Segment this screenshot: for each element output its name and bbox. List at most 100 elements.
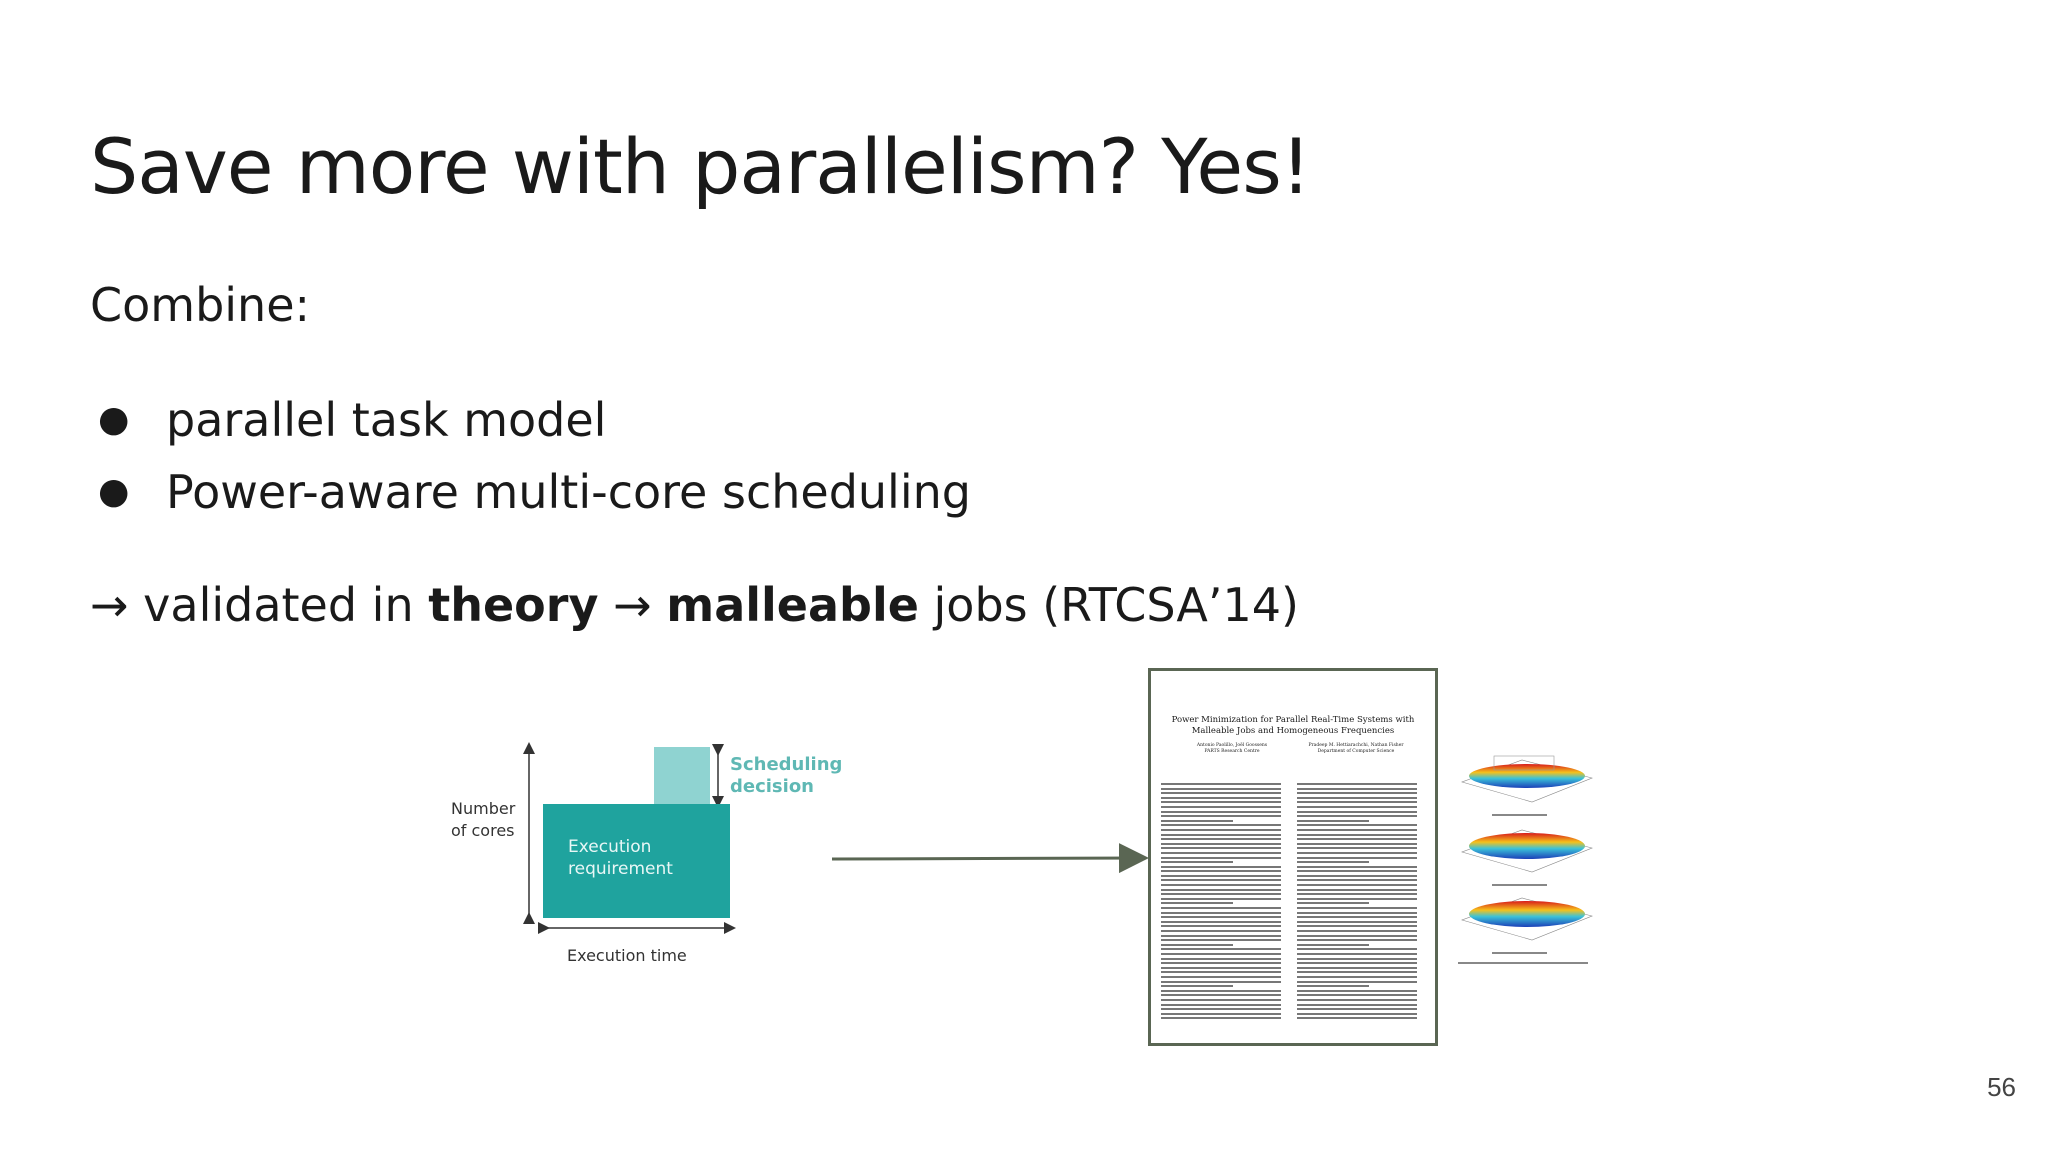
- paper-text-line: [1297, 1008, 1417, 1011]
- paper-text-line: [1297, 943, 1369, 946]
- paper-column-right: [1297, 783, 1417, 1022]
- paper-text-line: [1297, 920, 1417, 923]
- paper-text-line: [1161, 884, 1281, 887]
- validated-arrow: →: [598, 578, 667, 632]
- paper-text-line: [1297, 874, 1417, 877]
- paper-text-line: [1161, 805, 1281, 808]
- bullet-text: Power-aware multi-core scheduling: [166, 465, 971, 519]
- paper-text-line: [1297, 842, 1417, 845]
- paper-text-line: [1297, 865, 1417, 868]
- paper-text-line: [1297, 998, 1417, 1001]
- paper-text-line: [1297, 801, 1417, 804]
- paper-text-line: [1297, 1003, 1417, 1006]
- paper-text-line: [1161, 856, 1281, 859]
- paper-text-line: [1297, 805, 1417, 808]
- paper-text-line: [1297, 1017, 1417, 1020]
- paper-text-line: [1161, 783, 1281, 785]
- paper-text-line: [1161, 879, 1281, 882]
- power-savings-figures: [1458, 755, 1593, 964]
- paper-text-line: [1161, 1012, 1281, 1015]
- paper-text-line: [1161, 911, 1281, 914]
- paper-text-line: [1161, 1008, 1281, 1011]
- paper-text-line: [1161, 989, 1281, 992]
- paper-text-line: [1297, 787, 1417, 790]
- paper-text-line: [1297, 957, 1417, 960]
- paper-text-line: [1161, 865, 1281, 868]
- paper-text-line: [1297, 861, 1369, 864]
- paper-text-line: [1161, 934, 1281, 937]
- paper-text-line: [1297, 783, 1417, 785]
- page-number: 56: [1987, 1072, 2016, 1102]
- paper-text-line: [1161, 787, 1281, 790]
- paper-text-line: [1297, 939, 1417, 942]
- scheduling-block: [654, 747, 710, 804]
- paper-text-line: [1297, 966, 1417, 969]
- surface-plot-b: [1461, 829, 1593, 886]
- paper-text-line: [1161, 966, 1281, 969]
- paper-text-line: [1161, 939, 1281, 942]
- paper-text-line: [1161, 980, 1281, 983]
- validated-suffix: jobs (RTCSA’14): [918, 578, 1299, 632]
- paper-text-line: [1161, 888, 1281, 891]
- paper-text-line: [1297, 1012, 1417, 1015]
- surface-plot-a: [1461, 755, 1593, 816]
- paper-text-line: [1161, 842, 1281, 845]
- paper-text-line: [1297, 971, 1417, 974]
- paper-text-line: [1297, 907, 1417, 910]
- paper-text-line: [1161, 897, 1281, 900]
- paper-text-line: [1297, 962, 1417, 965]
- execution-label: Execution requirement: [568, 837, 673, 879]
- paper-text-line: [1161, 998, 1281, 1001]
- slide-title: Save more with parallelism? Yes!: [90, 122, 1311, 211]
- paper-text-line: [1297, 893, 1417, 896]
- paper-text-line: [1297, 838, 1417, 841]
- paper-text-line: [1297, 975, 1417, 978]
- paper-text-line: [1297, 856, 1417, 859]
- paper-text-line: [1297, 810, 1417, 813]
- paper-text-line: [1161, 920, 1281, 923]
- bullet-dot-icon: ●: [98, 471, 130, 512]
- paper-text-line: [1297, 824, 1417, 827]
- paper-text-line: [1297, 911, 1417, 914]
- paper-text-line: [1297, 925, 1417, 928]
- paper-text-line: [1161, 796, 1281, 799]
- paper-text-line: [1161, 952, 1281, 955]
- paper-text-line: [1161, 1003, 1281, 1006]
- paper-text-line: [1297, 948, 1417, 951]
- paper-text-line: [1297, 916, 1417, 919]
- paper-column-left: [1161, 783, 1281, 1022]
- paper-text-line: [1161, 819, 1233, 822]
- paper-text-line: [1297, 902, 1369, 905]
- paper-text-line: [1161, 874, 1281, 877]
- malleable-bold: malleable: [666, 578, 919, 632]
- paper-text-line: [1161, 902, 1233, 905]
- paper-text-line: [1297, 930, 1417, 932]
- malleable-job-diagram: Execution requirement Scheduling decisio…: [440, 740, 860, 980]
- paper-text-line: [1297, 815, 1417, 818]
- paper-text-line: [1161, 824, 1281, 827]
- diagram-axes: [523, 742, 736, 934]
- paper-text-line: [1297, 847, 1417, 850]
- paper-text-line: [1161, 962, 1281, 965]
- paper-text-line: [1297, 851, 1417, 854]
- paper-text-line: [1297, 934, 1417, 937]
- paper-text-line: [1161, 957, 1281, 960]
- paper-text-line: [1297, 980, 1417, 983]
- paper-text-line: [1297, 828, 1417, 831]
- paper-text-line: [1297, 952, 1417, 955]
- paper-text-line: [1161, 943, 1233, 946]
- execution-block: [543, 804, 730, 918]
- paper-text-line: [1297, 994, 1417, 997]
- paper-text-line: [1161, 930, 1281, 932]
- paper-text-line: [1161, 847, 1281, 850]
- paper-text-line: [1161, 810, 1281, 813]
- bullet-dot-icon: ●: [98, 399, 130, 440]
- x-axis-label: Execution time: [567, 946, 687, 965]
- paper-text-line: [1161, 838, 1281, 841]
- paper-title: Power Minimization for Parallel Real-Tim…: [1171, 715, 1415, 736]
- paper-text-line: [1161, 971, 1281, 974]
- y-axis-label: Number of cores: [451, 799, 516, 840]
- paper-text-line: [1161, 828, 1281, 831]
- paper-text-line: [1297, 792, 1417, 795]
- paper-text-line: [1297, 819, 1369, 822]
